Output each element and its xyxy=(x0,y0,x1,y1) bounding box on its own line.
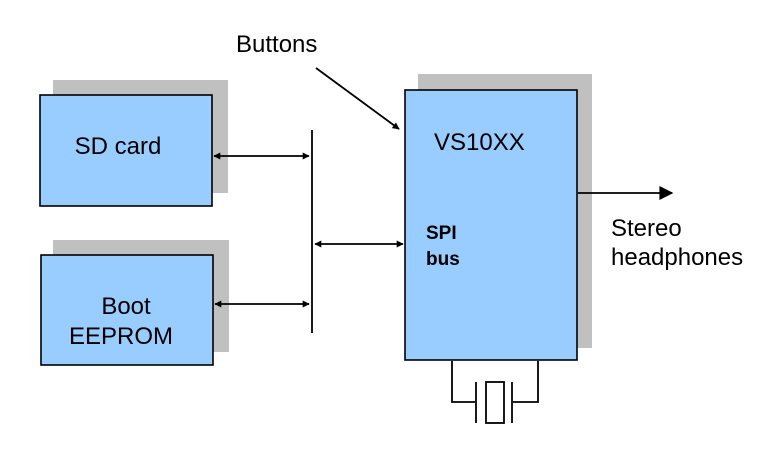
output-label-line2: headphones xyxy=(611,244,743,271)
buttons-pointer-arrow xyxy=(315,67,400,130)
spi-bus-label-line1: SPI xyxy=(426,223,457,244)
buttons-label: Buttons xyxy=(236,31,317,58)
sd-card-box xyxy=(39,94,213,207)
crystal-oscillator-icon xyxy=(451,361,539,424)
sd-card-block: SD card xyxy=(39,80,228,207)
vs10xx-block: VS10XX SPI bus xyxy=(404,74,592,361)
boot-eeprom-box xyxy=(40,254,214,366)
boot-eeprom-label-line1: Boot xyxy=(101,293,151,320)
boot-eeprom-label-line2: EEPROM xyxy=(69,323,173,350)
output-label-line1: Stereo xyxy=(611,215,682,242)
sd-card-label: SD card xyxy=(75,133,162,160)
spi-bus-label-line2: bus xyxy=(426,249,460,270)
vs10xx-label: VS10XX xyxy=(434,129,525,156)
boot-eeprom-block: Boot EEPROM xyxy=(40,240,229,366)
vs10xx-box xyxy=(404,89,578,361)
